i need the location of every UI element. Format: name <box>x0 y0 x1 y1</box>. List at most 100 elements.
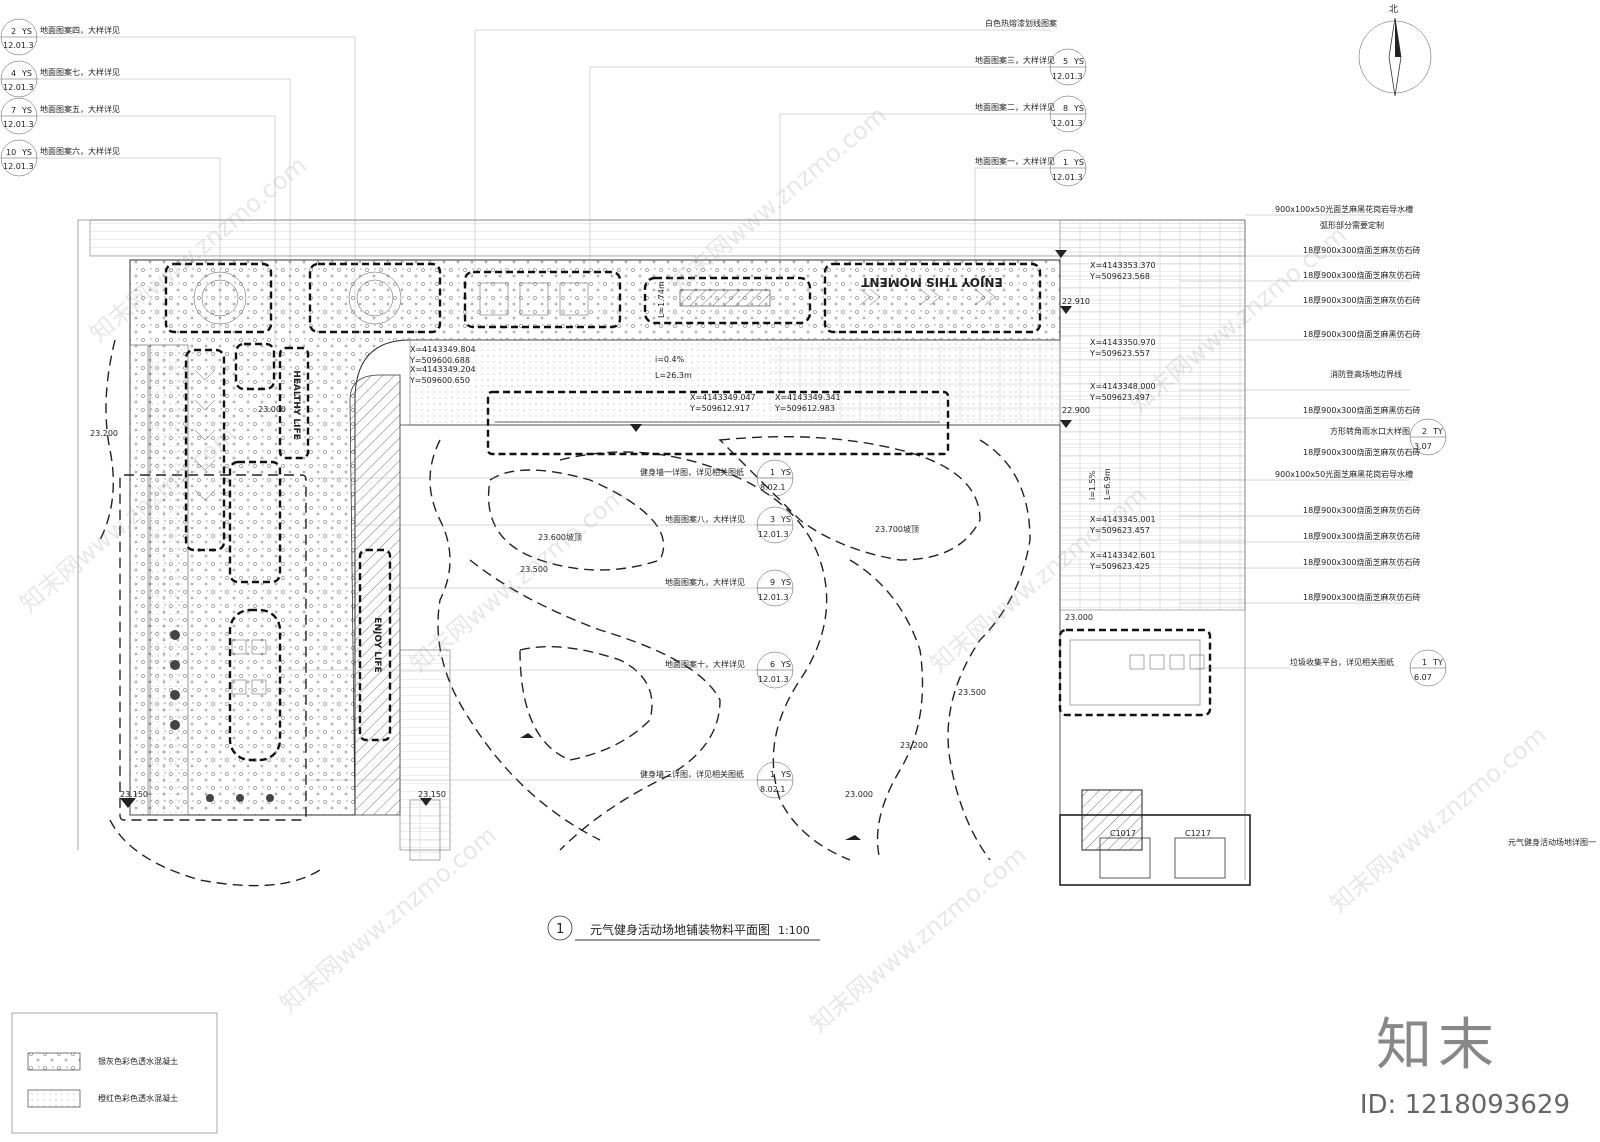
svg-text:X=4143345.001: X=4143345.001 <box>1090 515 1156 524</box>
svg-text:12.01.3: 12.01.3 <box>758 593 789 602</box>
pattern-lettering: ENJOY THIS MOMENT HEALTHY LIFE ENJOY LIF… <box>291 275 1003 673</box>
svg-text:900x100x50光面芝麻黑花岗岩导水槽: 900x100x50光面芝麻黑花岗岩导水槽 <box>1275 204 1413 214</box>
svg-text:地面图案九，大样详见: 地面图案九，大样详见 <box>665 577 745 587</box>
svg-text:i=1.5%: i=1.5% <box>1088 470 1097 500</box>
image-id: ID: 1218093629 <box>1359 1090 1570 1120</box>
callout-symbols-top <box>1049 48 1087 187</box>
brand-logo: 知末 <box>1376 1013 1500 1078</box>
svg-text:YS: YS <box>780 468 791 477</box>
svg-text:Y=509623.457: Y=509623.457 <box>1089 526 1150 535</box>
svg-text:23.200: 23.200 <box>900 741 928 750</box>
svg-text:L=26.3m: L=26.3m <box>655 371 692 380</box>
svg-text:23.150: 23.150 <box>418 790 446 799</box>
svg-text:8.02.1: 8.02.1 <box>760 785 785 794</box>
svg-text:10: 10 <box>6 148 16 157</box>
svg-text:YS: YS <box>1073 57 1084 66</box>
svg-text:X=4143349.341: X=4143349.341 <box>775 393 841 402</box>
svg-text:22.910: 22.910 <box>1062 297 1090 306</box>
svg-text:YS: YS <box>1073 158 1084 167</box>
svg-text:Y=509623.497: Y=509623.497 <box>1089 393 1150 402</box>
svg-text:YS: YS <box>780 660 791 669</box>
svg-text:地面图案八，大样详见: 地面图案八，大样详见 <box>665 514 745 524</box>
svg-text:18厚900x300烧面芝麻灰仿石砖: 18厚900x300烧面芝麻灰仿石砖 <box>1303 245 1420 255</box>
svg-text:18厚900x300烧面芝麻灰仿石砖: 18厚900x300烧面芝麻灰仿石砖 <box>1303 557 1420 567</box>
svg-text:地面图案三，大样详见: 地面图案三，大样详见 <box>975 55 1055 65</box>
north-label: 北 <box>1389 4 1398 15</box>
svg-text:12.01.3: 12.01.3 <box>1052 173 1083 182</box>
svg-text:YS: YS <box>780 578 791 587</box>
callout-symbols-left <box>0 18 38 177</box>
svg-text:ENJOY THIS MOMENT: ENJOY THIS MOMENT <box>861 275 1003 289</box>
svg-text:23.000: 23.000 <box>258 405 286 414</box>
svg-text:元气健身活动场地铺装物料平面图: 元气健身活动场地铺装物料平面图 <box>590 922 770 937</box>
svg-text:地面图案六，大样详见: 地面图案六，大样详见 <box>40 146 120 156</box>
svg-text:1: 1 <box>1422 658 1427 667</box>
svg-text:Y=509623.557: Y=509623.557 <box>1089 349 1150 358</box>
svg-text:地面图案一，大样详见: 地面图案一，大样详见 <box>975 156 1055 166</box>
svg-text:X=4143353.370: X=4143353.370 <box>1090 261 1156 270</box>
svg-text:地面图案十，大样详见: 地面图案十，大样详见 <box>665 659 745 669</box>
svg-text:垃圾收集平台，详见相关图纸: 垃圾收集平台，详见相关图纸 <box>1290 657 1394 667</box>
svg-text:消防登高场地边界线: 消防登高场地边界线 <box>1330 369 1402 379</box>
svg-text:X=4143350.970: X=4143350.970 <box>1090 338 1156 347</box>
room-label-c1217: C1217 <box>1185 829 1211 838</box>
slope-labels: i=0.4% L=26.3m i=1.5% L=6.9m L=1.74m <box>655 281 1112 500</box>
svg-text:健身墙一详图，详见相关图纸: 健身墙一详图，详见相关图纸 <box>640 467 744 477</box>
svg-text:X=4143349.804: X=4143349.804 <box>410 345 476 354</box>
svg-text:18厚900x300烧面芝麻黑仿石砖: 18厚900x300烧面芝麻黑仿石砖 <box>1303 405 1420 415</box>
svg-text:X=4143342.601: X=4143342.601 <box>1090 551 1156 560</box>
svg-text:23.000: 23.000 <box>1065 613 1093 622</box>
svg-text:18厚900x300烧面芝麻灰仿石砖: 18厚900x300烧面芝麻灰仿石砖 <box>1303 270 1420 280</box>
drawing-title: 1 元气健身活动场地铺装物料平面图 1:100 <box>547 915 820 941</box>
svg-text:X=4143349.047: X=4143349.047 <box>690 393 756 402</box>
svg-text:12.01.3: 12.01.3 <box>3 120 34 129</box>
svg-text:900x100x50光面芝麻黑花岗岩导水槽: 900x100x50光面芝麻黑花岗岩导水槽 <box>1275 469 1413 479</box>
svg-text:6.07: 6.07 <box>1414 673 1432 682</box>
svg-text:i=0.4%: i=0.4% <box>655 355 685 364</box>
svg-text:12.01.3: 12.01.3 <box>3 83 34 92</box>
svg-text:YS: YS <box>780 770 791 779</box>
svg-text:23.200: 23.200 <box>90 429 118 438</box>
svg-text:23.700坡顶: 23.700坡顶 <box>875 524 919 534</box>
svg-text:TY: TY <box>1432 658 1443 667</box>
svg-text:12.01.3: 12.01.3 <box>758 675 789 684</box>
callouts-top-text: 白色热熔漆划线图案 地面图案三，大样详见 5 YS 12.01.3 地面图案二，… <box>975 18 1084 182</box>
room-label-c1017: C1017 <box>1110 829 1136 838</box>
svg-text:8: 8 <box>1063 104 1068 113</box>
svg-text:7: 7 <box>11 106 16 115</box>
svg-text:12.01.3: 12.01.3 <box>1052 72 1083 81</box>
svg-text:12.01.3: 12.01.3 <box>3 41 34 50</box>
svg-text:18厚900x300烧面芝麻灰仿石砖: 18厚900x300烧面芝麻灰仿石砖 <box>1303 531 1420 541</box>
svg-text:2: 2 <box>11 27 16 36</box>
svg-text:23.500: 23.500 <box>958 688 986 697</box>
svg-text:地面图案二，大样详见: 地面图案二，大样详见 <box>975 102 1055 112</box>
svg-text:23.150: 23.150 <box>120 790 148 799</box>
svg-text:23.500: 23.500 <box>520 565 548 574</box>
svg-text:18厚900x300烧面芝麻灰仿石砖: 18厚900x300烧面芝麻灰仿石砖 <box>1303 447 1420 457</box>
svg-text:元气健身活动场地详图一: 元气健身活动场地详图一 <box>1508 837 1596 847</box>
svg-text:地面图案五，大样详见: 地面图案五，大样详见 <box>40 104 120 114</box>
svg-text:Y=509612.917: Y=509612.917 <box>689 404 750 413</box>
svg-text:Y=509600.688: Y=509600.688 <box>409 356 470 365</box>
svg-text:YS: YS <box>780 515 791 524</box>
svg-text:12.01.3: 12.01.3 <box>758 530 789 539</box>
callouts-center-text: 健身墙一详图，详见相关图纸 1 YS 8.02.1 地面图案八，大样详见 3 Y… <box>640 467 791 794</box>
svg-text:Y=509623.425: Y=509623.425 <box>1089 562 1150 571</box>
svg-text:YS: YS <box>21 148 32 157</box>
svg-text:23.600坡顶: 23.600坡顶 <box>538 532 582 542</box>
callout-symbols-right <box>1409 418 1447 687</box>
svg-text:地面图案七，大样详见: 地面图案七，大样详见 <box>40 67 120 77</box>
legend: 银灰色彩色透水混凝土 橙红色彩色透水混凝土 <box>11 1012 218 1134</box>
coordinate-labels: X=4143353.370 Y=509623.568 X=4143350.970… <box>409 261 1156 571</box>
svg-text:18厚900x300烧面芝麻灰仿石砖: 18厚900x300烧面芝麻灰仿石砖 <box>1303 505 1420 515</box>
svg-text:12.01.3: 12.01.3 <box>3 162 34 171</box>
svg-text:12.01.3: 12.01.3 <box>1052 119 1083 128</box>
svg-text:23.000: 23.000 <box>845 790 873 799</box>
svg-text:18厚900x300烧面芝麻灰仿石砖: 18厚900x300烧面芝麻灰仿石砖 <box>1303 592 1420 602</box>
svg-text:L=1.74m: L=1.74m <box>657 281 666 318</box>
svg-text:地面图案四，大样详见: 地面图案四，大样详见 <box>40 25 120 35</box>
svg-text:TY: TY <box>1432 427 1443 436</box>
svg-text:YS: YS <box>21 106 32 115</box>
svg-text:白色热熔漆划线图案: 白色热熔漆划线图案 <box>985 18 1057 28</box>
